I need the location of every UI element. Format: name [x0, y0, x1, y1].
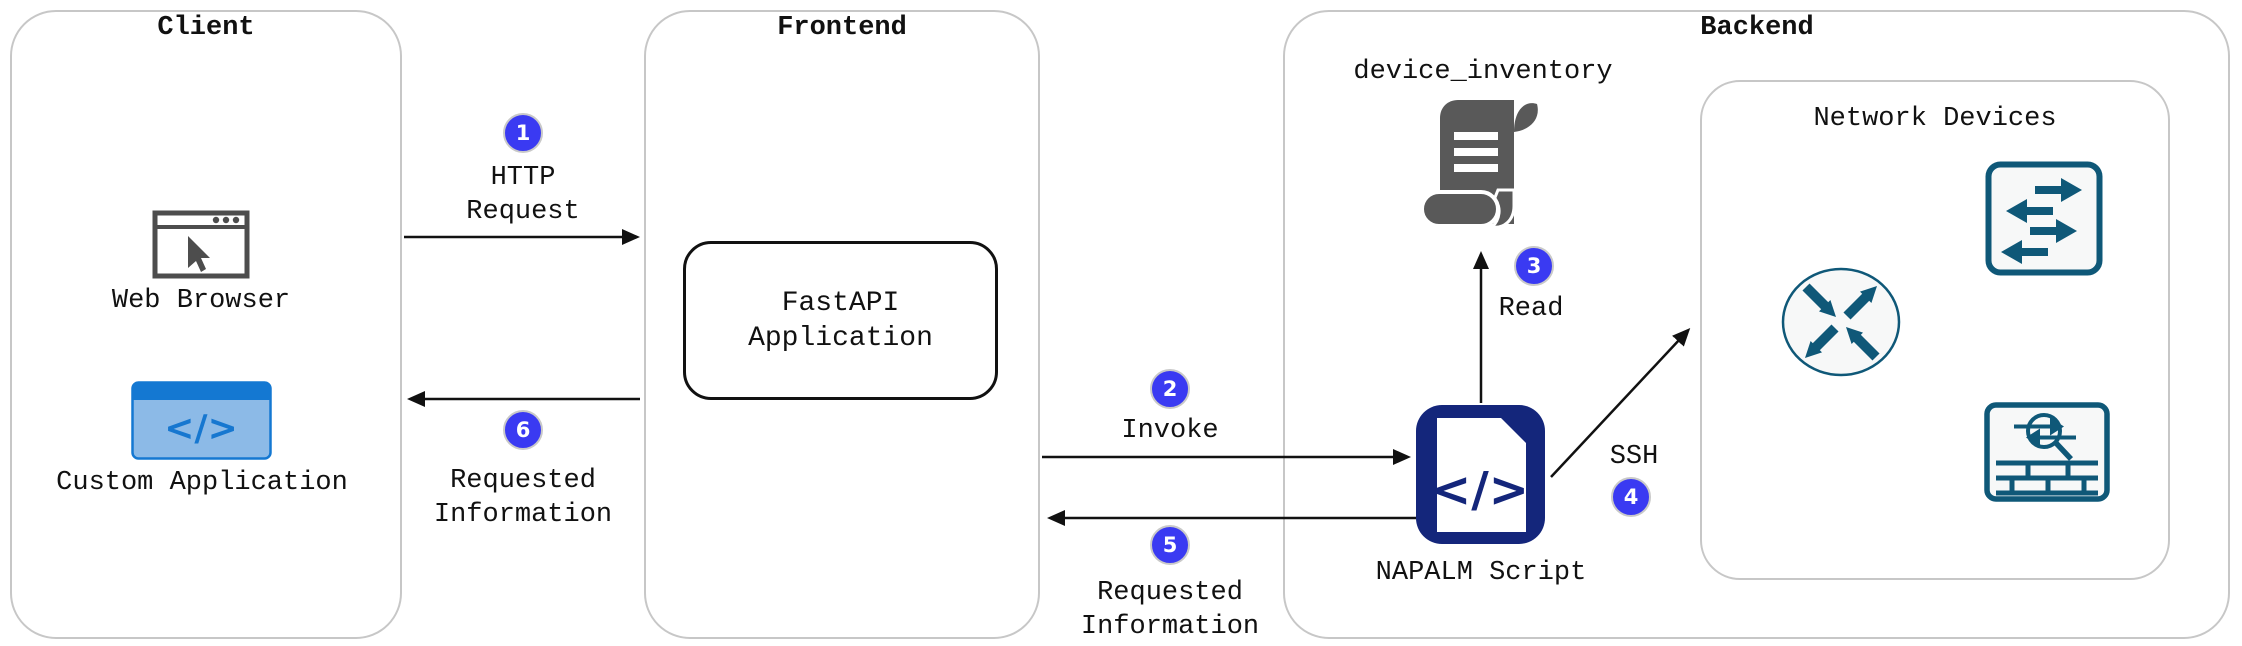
- firewall-icon: [1984, 402, 2110, 502]
- fastapi-application-line1: FastAPI: [781, 287, 900, 319]
- device-inventory-label: device_inventory: [1353, 57, 1613, 87]
- web-browser-label: Web Browser: [111, 286, 291, 316]
- code-glyph: </>: [1431, 462, 1529, 518]
- web-browser-icon: [152, 210, 250, 279]
- step-badge-3: 3: [1514, 246, 1554, 286]
- fastapi-application-line2: Application: [748, 322, 933, 354]
- step-badge-4: 4: [1611, 477, 1651, 517]
- http-request-label: HTTP Request: [466, 163, 580, 227]
- backend-group-title: Backend: [1700, 13, 1814, 43]
- step-badge-6: 6: [503, 410, 543, 450]
- napalm-script-icon: </>: [1416, 405, 1545, 544]
- network-devices-box: [1700, 80, 2170, 580]
- device-inventory-scroll-icon: [1420, 100, 1538, 229]
- invoke-label: Invoke: [1121, 416, 1219, 446]
- requested-info-script-label: Requested Information: [1080, 578, 1260, 642]
- cursor-arrow-icon: [188, 236, 210, 272]
- fastapi-application-node: FastAPI Application: [683, 241, 998, 400]
- napalm-script-label: NAPALM Script: [1375, 558, 1587, 588]
- frontend-group-title: Frontend: [777, 13, 907, 43]
- client-group-title: Client: [157, 13, 255, 43]
- custom-application-icon: </>: [131, 381, 272, 460]
- requested-info-client-label: Requested Information: [433, 466, 613, 530]
- client-group-box: [10, 10, 402, 639]
- step-badge-5: 5: [1150, 525, 1190, 565]
- network-devices-title: Network Devices: [1813, 104, 2057, 134]
- switch-icon: [1985, 161, 2103, 276]
- ssh-label: SSH: [1609, 442, 1659, 472]
- router-icon: [1781, 267, 1901, 377]
- step-badge-1: 1: [503, 113, 543, 153]
- custom-application-label: Custom Application: [56, 468, 348, 498]
- step-badge-2: 2: [1150, 369, 1190, 409]
- code-glyph: </>: [164, 408, 237, 449]
- read-label: Read: [1498, 294, 1564, 324]
